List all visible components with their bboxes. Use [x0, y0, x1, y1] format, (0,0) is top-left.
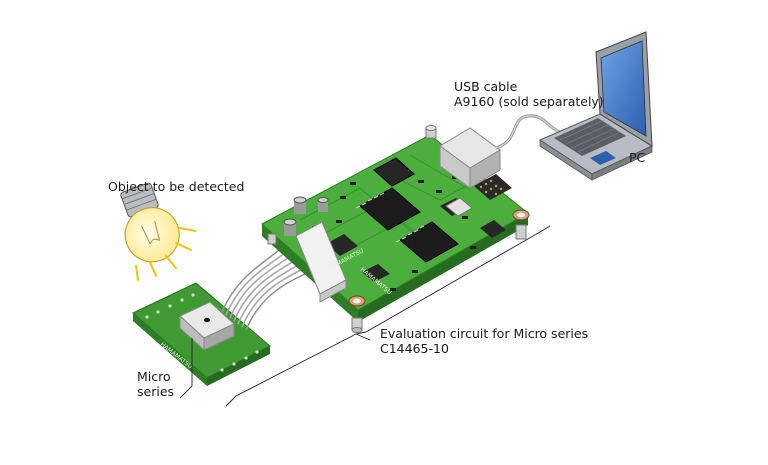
micro-label-line1: Micro: [137, 369, 171, 384]
usb-label-line2: A9160 (sold separately): [454, 94, 604, 109]
label-evaluation-circuit: Evaluation circuit for Micro series C144…: [380, 326, 588, 356]
leader-lines: [179, 225, 551, 407]
light-bulb-icon: [120, 182, 196, 281]
label-object-to-be-detected: Object to be detected: [108, 179, 244, 194]
mount-posts: [267, 125, 530, 333]
label-usb-cable: USB cable A9160 (sold separately): [454, 79, 604, 109]
label-pc: PC: [629, 150, 645, 165]
eval-label-line2: C14465-10: [380, 341, 449, 356]
object-label-text: Object to be detected: [108, 179, 245, 194]
laptop-icon: [538, 31, 654, 181]
cable-connector: [295, 221, 347, 303]
light-rays: [135, 227, 196, 281]
usb-connector: [439, 127, 501, 189]
evaluation-board: HAMAMATSU HAMAMATSU: [261, 125, 530, 333]
usb-label-line1: USB cable: [454, 79, 518, 94]
micro-series-board: HAMAMATSU: [132, 282, 271, 386]
pin-header: [445, 174, 512, 217]
eval-label-line1: Evaluation circuit for Micro series: [380, 326, 589, 341]
capacitors: [283, 196, 329, 236]
pc-label-text: PC: [629, 150, 646, 165]
micro-label-line2: series: [137, 384, 175, 399]
label-micro-series: Micro series: [137, 369, 174, 399]
usb-cable: [495, 114, 561, 150]
